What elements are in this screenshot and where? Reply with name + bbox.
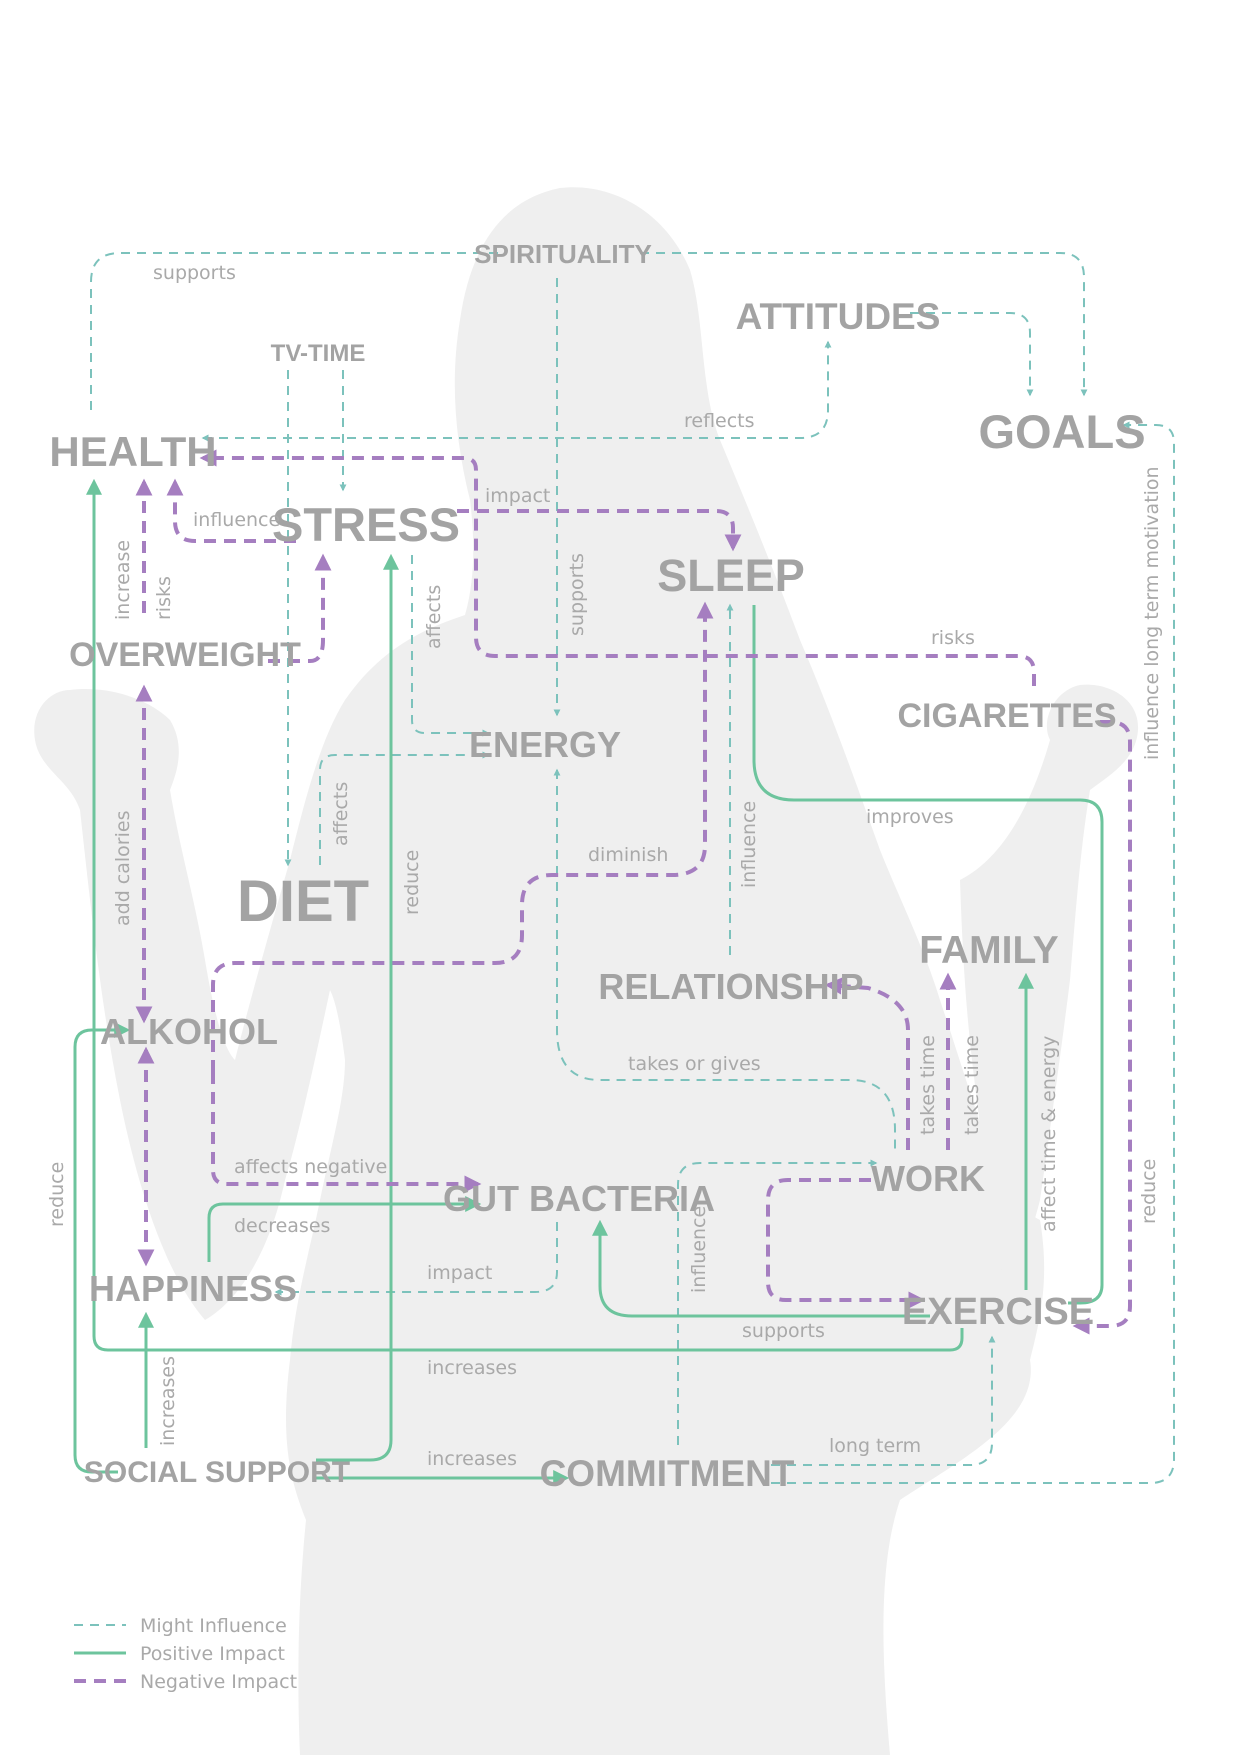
label-increase: increase	[112, 540, 134, 620]
edge-stress-sleep	[437, 509, 742, 552]
edge-stress-energy	[411, 555, 490, 737]
label-affects-negative: affects negative	[234, 1156, 387, 1178]
label-increases-social-commitment: increases	[427, 1448, 517, 1470]
node-gut-bacteria: GUT BACTERIA	[443, 1178, 715, 1219]
node-work: WORK	[871, 1158, 985, 1199]
label-diminish: diminish	[588, 844, 668, 866]
label-takes-time-2: takes time	[961, 1035, 983, 1135]
negative-impact-edges	[135, 449, 1132, 1335]
edge-exercise-health	[86, 478, 964, 1352]
node-goals: GOALS	[978, 405, 1145, 458]
node-happiness: HAPPINESS	[89, 1268, 297, 1309]
edge-sleep-exercise	[752, 605, 1104, 1305]
node-family: FAMILY	[919, 929, 1058, 972]
edge-health-attitudes	[201, 340, 832, 442]
label-reflects: reflects	[684, 410, 755, 432]
label-influence-relationship-sleep: influence	[738, 801, 760, 888]
edge-alkohol-sleep	[211, 601, 714, 1072]
label-risks-cigarettes: risks	[931, 627, 975, 649]
label-takes-or-gives: takes or gives	[628, 1053, 761, 1075]
edge-commitment-exercise	[771, 1335, 996, 1466]
edge-labels: supports reflects impact influence incre…	[46, 262, 1163, 1470]
label-influence-long-term-motivation: influence long term motivation	[1141, 466, 1163, 760]
label-influence-stress-health: influence	[193, 509, 280, 531]
label-supports-top: supports	[153, 262, 236, 284]
label-risks-overweight: risks	[153, 576, 175, 620]
node-cigarettes: CIGARETTES	[897, 697, 1116, 735]
label-influence-commitment-work: influence	[688, 1206, 710, 1293]
label-impact-stress-sleep: impact	[485, 485, 550, 507]
node-labels: SPIRITUALITY ATTITUDES GOALS TV-TIME HEA…	[49, 239, 1145, 1494]
person-silhouette	[34, 187, 1139, 1755]
silhouette-body	[34, 187, 1045, 1755]
label-reduce-exercise-cigarettes: reduce	[1138, 1159, 1160, 1224]
edge-attitudes-goals	[910, 312, 1034, 397]
node-diet: DIET	[237, 869, 369, 934]
label-takes-time-1: takes time	[917, 1035, 939, 1135]
node-stress: STRESS	[272, 498, 460, 551]
label-affects-diet-energy: affects	[330, 782, 352, 846]
node-overweight: OVERWEIGHT	[69, 636, 301, 674]
edge-cigarettes-health	[199, 449, 1036, 686]
edge-diet-energy	[319, 751, 490, 865]
label-long-term: long term	[829, 1435, 921, 1457]
might-influence-edges	[90, 252, 1175, 1484]
edge-energy-work	[553, 768, 896, 1150]
legend-label-positive-impact: Positive Impact	[140, 1643, 285, 1665]
label-reduce-social-stress: reduce	[401, 850, 423, 915]
label-supports-spirituality-energy: supports	[566, 553, 588, 636]
node-energy: ENERGY	[469, 724, 621, 765]
label-decreases: decreases	[234, 1215, 330, 1237]
node-attitudes: ATTITUDES	[736, 296, 941, 337]
label-affect-time-energy: affect time & energy	[1038, 1036, 1060, 1232]
edge-commitment-work	[677, 1159, 878, 1445]
label-supports-exercise-gut: supports	[742, 1320, 825, 1342]
node-social-support: SOCIAL SUPPORT	[84, 1456, 350, 1489]
node-alkohol: ALKOHOL	[100, 1011, 278, 1052]
edge-social-alkohol	[73, 1022, 131, 1474]
node-spirituality: SPIRITUALITY	[474, 239, 652, 269]
edge-stress-health	[166, 478, 296, 543]
node-exercise: EXERCISE	[902, 1291, 1094, 1333]
edge-work-relationship	[824, 977, 910, 1150]
node-sleep: SLEEP	[657, 550, 805, 601]
edge-exercise-gut	[592, 1219, 930, 1318]
legend: Might Influence Positive Impact Negative…	[74, 1615, 297, 1693]
edge-cigarettes-exercise	[1072, 720, 1132, 1335]
label-impact-gut-happiness: impact	[427, 1262, 492, 1284]
node-commitment: COMMITMENT	[540, 1453, 795, 1494]
label-increases-social-happiness: increases	[157, 1356, 179, 1446]
label-reduce-social-alkohol: reduce	[46, 1162, 68, 1227]
label-affects-stress-energy: affects	[423, 585, 445, 649]
node-relationship: RELATIONSHIP	[598, 966, 863, 1007]
edge-spirituality-goals	[640, 252, 1088, 397]
edge-gut-happiness	[274, 1222, 558, 1296]
edge-overweight-stress	[268, 553, 332, 663]
edge-happiness-gut	[207, 1196, 482, 1262]
edge-alkohol-gut	[211, 1072, 482, 1193]
legend-label-might-influence: Might Influence	[140, 1615, 287, 1637]
label-add-calories: add calories	[112, 811, 134, 926]
edge-social-stress	[316, 553, 399, 1462]
node-health: HEALTH	[49, 428, 216, 475]
edge-spirituality-health	[90, 252, 498, 410]
silhouette-right-fist	[960, 684, 1139, 1270]
positive-impact-edges	[73, 478, 1104, 1486]
edge-work-exercise	[766, 1178, 926, 1309]
label-improves: improves	[866, 806, 954, 828]
edge-goals-commitment	[771, 421, 1175, 1484]
label-increases-exercise-health: increases	[427, 1357, 517, 1379]
legend-label-negative-impact: Negative Impact	[140, 1671, 297, 1693]
node-tv-time: TV-TIME	[271, 340, 366, 367]
